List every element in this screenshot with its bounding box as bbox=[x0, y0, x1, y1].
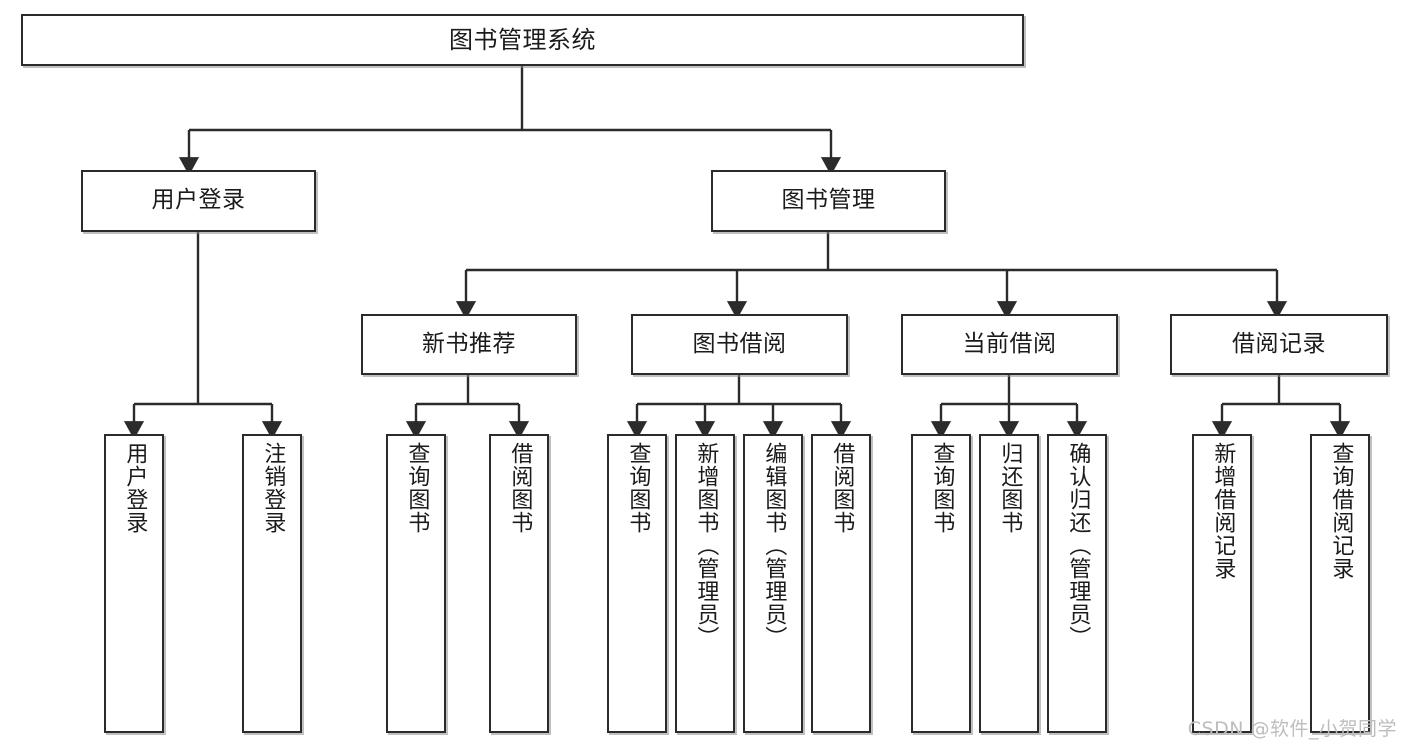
node-label: 注销登录 bbox=[260, 442, 286, 534]
node-label: 确认归还（管理员） bbox=[1065, 442, 1091, 649]
leaf-query-book-recommend[interactable]: 查询图书 bbox=[386, 434, 446, 733]
node-borrow-record[interactable]: 借阅记录 bbox=[1170, 314, 1388, 375]
leaf-borrow-book[interactable]: 借阅图书 bbox=[811, 434, 871, 733]
node-label: 借阅记录 bbox=[1232, 330, 1326, 357]
node-label: 新增借阅记录 bbox=[1210, 442, 1236, 580]
node-label: 查询借阅记录 bbox=[1328, 442, 1354, 580]
node-new-book-recommend[interactable]: 新书推荐 bbox=[361, 314, 577, 375]
node-label: 用户登录 bbox=[151, 187, 246, 214]
node-label: 查询图书 bbox=[929, 442, 955, 534]
node-book-borrow[interactable]: 图书借阅 bbox=[631, 314, 848, 375]
node-label: 图书借阅 bbox=[692, 330, 787, 357]
leaf-logout[interactable]: 注销登录 bbox=[242, 434, 302, 733]
leaf-edit-book-admin[interactable]: 编辑图书（管理员） bbox=[743, 434, 803, 733]
leaf-borrow-book-recommend[interactable]: 借阅图书 bbox=[489, 434, 549, 733]
leaf-confirm-return-admin[interactable]: 确认归还（管理员） bbox=[1047, 434, 1107, 733]
node-current-borrow[interactable]: 当前借阅 bbox=[901, 314, 1118, 375]
node-label: 图书管理系统 bbox=[449, 25, 596, 54]
node-book-management[interactable]: 图书管理 bbox=[711, 170, 946, 232]
leaf-add-book-admin[interactable]: 新增图书（管理员） bbox=[675, 434, 735, 733]
node-label: 归还图书 bbox=[997, 442, 1023, 534]
node-label: 借阅图书 bbox=[507, 442, 533, 534]
node-root-system[interactable]: 图书管理系统 bbox=[21, 14, 1024, 66]
node-label: 图书管理 bbox=[781, 187, 876, 214]
leaf-query-book-borrow[interactable]: 查询图书 bbox=[607, 434, 667, 733]
node-label: 新书推荐 bbox=[422, 330, 516, 357]
node-label: 查询图书 bbox=[625, 442, 651, 534]
leaf-return-book[interactable]: 归还图书 bbox=[979, 434, 1039, 733]
node-label: 用户登录 bbox=[122, 442, 148, 534]
leaf-user-login[interactable]: 用户登录 bbox=[104, 434, 164, 733]
node-user-login[interactable]: 用户登录 bbox=[81, 170, 316, 232]
leaf-add-borrow-record[interactable]: 新增借阅记录 bbox=[1192, 434, 1252, 733]
leaf-query-book-current[interactable]: 查询图书 bbox=[911, 434, 971, 733]
node-label: 编辑图书（管理员） bbox=[761, 442, 787, 649]
node-label: 新增图书（管理员） bbox=[693, 442, 719, 649]
node-label: 当前借阅 bbox=[962, 330, 1057, 357]
leaf-query-borrow-record[interactable]: 查询借阅记录 bbox=[1310, 434, 1370, 733]
node-label: 查询图书 bbox=[404, 442, 430, 534]
watermark: CSDN @软件_小贺同学 bbox=[1187, 718, 1397, 740]
node-label: 借阅图书 bbox=[829, 442, 855, 534]
